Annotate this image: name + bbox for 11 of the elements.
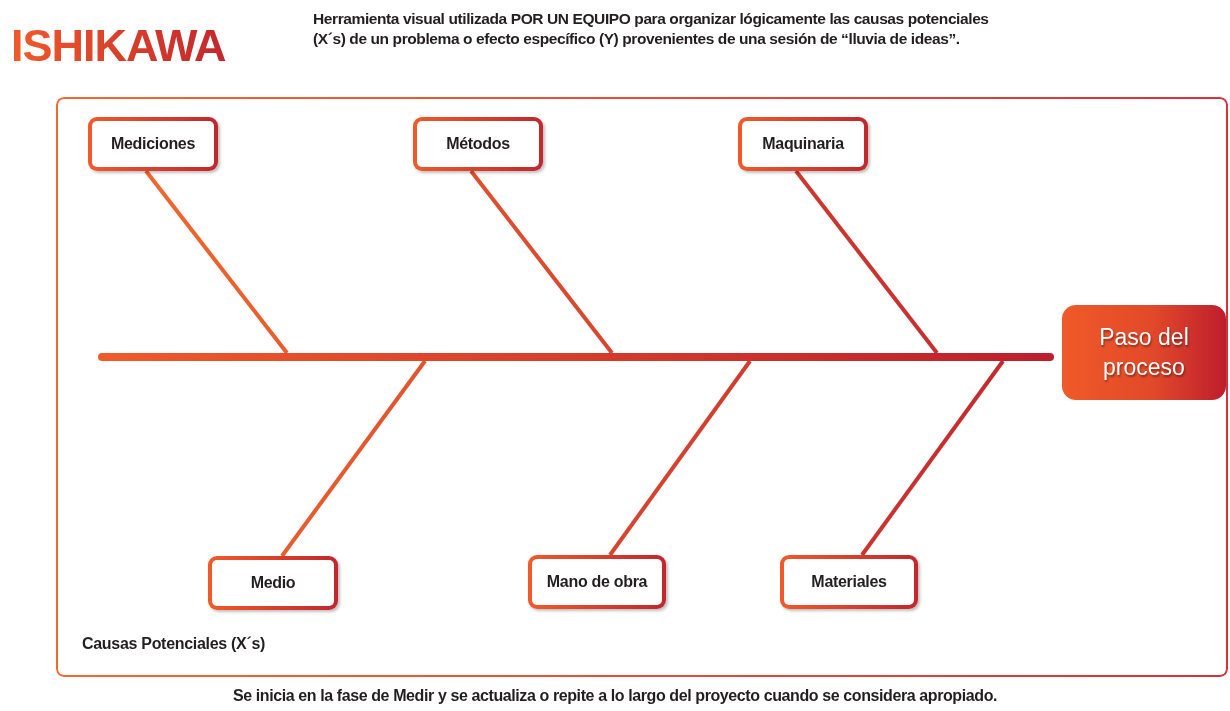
fishbone-line xyxy=(144,169,289,355)
frame-label: Causas Potenciales (X´s) xyxy=(82,635,266,653)
description-text: Herramienta visual utilizada POR UN EQUIPO para organizar lógicamente las causas potenciales (X´s) de un problema o efecto específico (Y) provenientes de una sesión de “lluvia de ideas”. xyxy=(313,9,990,50)
fishbone-line xyxy=(608,359,752,557)
fishbone-line xyxy=(280,359,427,558)
fishbone-line xyxy=(860,359,1005,557)
effect-box: Paso del proceso xyxy=(1062,305,1226,400)
spine-bar xyxy=(98,353,1054,361)
caption: Se inicia en la fase de Medir y se actualiza o repite a lo largo del proyecto cuando se considera apropiado. xyxy=(231,687,999,705)
fishbone-line xyxy=(794,169,939,355)
fishbone-line xyxy=(469,169,614,355)
